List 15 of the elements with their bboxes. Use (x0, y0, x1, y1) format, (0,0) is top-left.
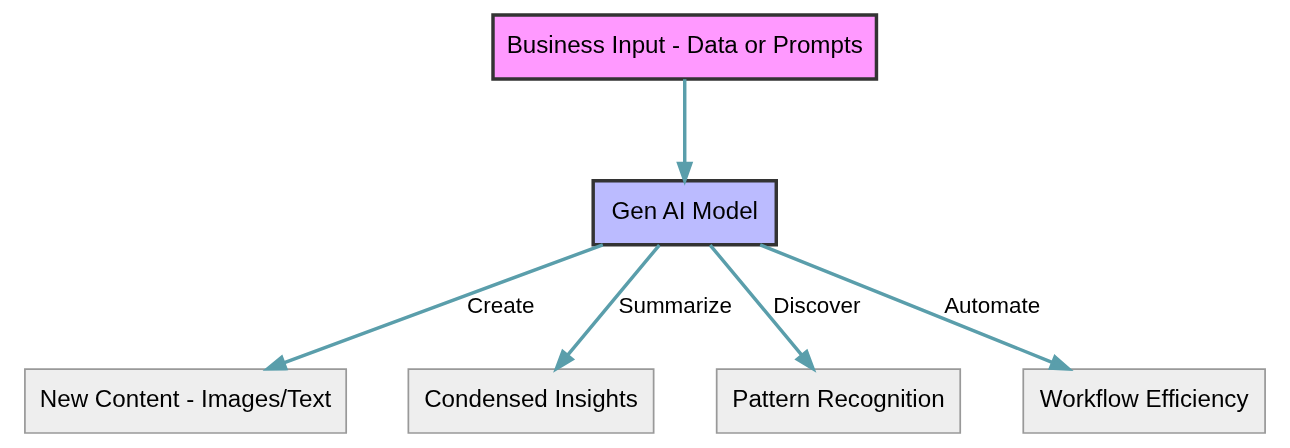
arrow (676, 79, 694, 186)
node-box: New Content - Images/Text (24, 368, 348, 434)
edge-label: Automate (944, 292, 1041, 318)
arrow (553, 243, 661, 373)
arrow (262, 243, 604, 371)
node-box: Condensed Insights (407, 368, 655, 434)
arrow (708, 243, 817, 373)
node-box: Gen AI Model (591, 179, 778, 247)
edge-label: Discover (773, 292, 861, 318)
node-box: Workflow Efficiency (1022, 368, 1266, 434)
node-box: Business Input - Data or Prompts (491, 13, 879, 81)
edge-label: Create (467, 292, 535, 318)
arrow (759, 243, 1074, 371)
node-box: Pattern Recognition (715, 368, 962, 434)
edge-label: Summarize (618, 292, 732, 318)
